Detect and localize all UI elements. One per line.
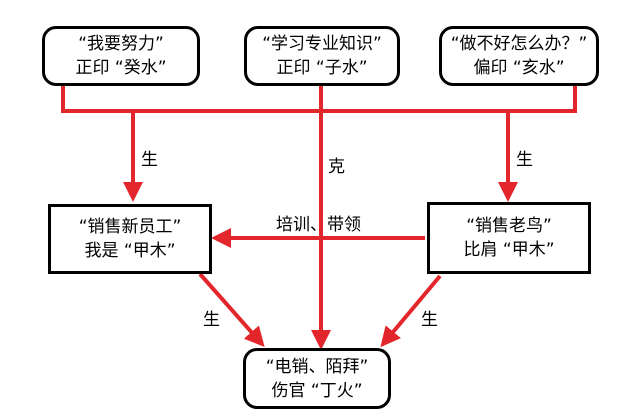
node-veteran: “销售老鸟” 比肩 “甲木”	[427, 202, 591, 274]
arrow-veteran-to-bottom	[380, 274, 442, 348]
node-top-mid-line2: 正印 “子水”	[276, 58, 368, 78]
edge-label-sheng-bottom-left: 生	[203, 310, 220, 330]
node-new-employee: “销售新员工” 我是 “甲木”	[48, 204, 212, 274]
node-new-employee-line2: 我是 “甲木”	[84, 241, 176, 261]
node-bottom-line1: “电销、陌拜”	[265, 356, 369, 377]
node-top-left: “我要努力” 正印 “癸水”	[42, 26, 200, 86]
arrow-new-employee-to-bottom	[198, 272, 265, 347]
edge-label-sheng-right: 生	[516, 150, 533, 170]
node-top-right-line2: 偏印 “亥水”	[473, 58, 565, 78]
node-top-mid: “学习专业知识” 正印 “子水”	[244, 26, 400, 86]
node-top-right-line1: “做不好怎么办？”	[450, 34, 588, 54]
node-new-employee-line1: “销售新员工”	[78, 217, 182, 237]
node-top-mid-line1: “学习专业知识”	[262, 34, 382, 54]
node-veteran-line1: “销售老鸟”	[466, 216, 552, 236]
node-bottom: “电销、陌拜” 伤官 “丁火”	[243, 348, 391, 409]
edge-label-sheng-left: 生	[141, 150, 158, 170]
edge-label-training: 培训、带领	[276, 215, 361, 235]
node-top-left-line2: 正印 “癸水”	[75, 58, 167, 78]
node-bottom-line2: 伤官 “丁火”	[271, 380, 363, 401]
edge-label-sheng-bottom-right: 生	[421, 310, 438, 330]
node-top-left-line1: “我要努力”	[78, 34, 164, 54]
node-top-right: “做不好怎么办？” 偏印 “亥水”	[439, 26, 599, 86]
node-veteran-line2: 比肩 “甲木”	[463, 240, 555, 260]
edge-label-ke: 克	[328, 157, 345, 177]
